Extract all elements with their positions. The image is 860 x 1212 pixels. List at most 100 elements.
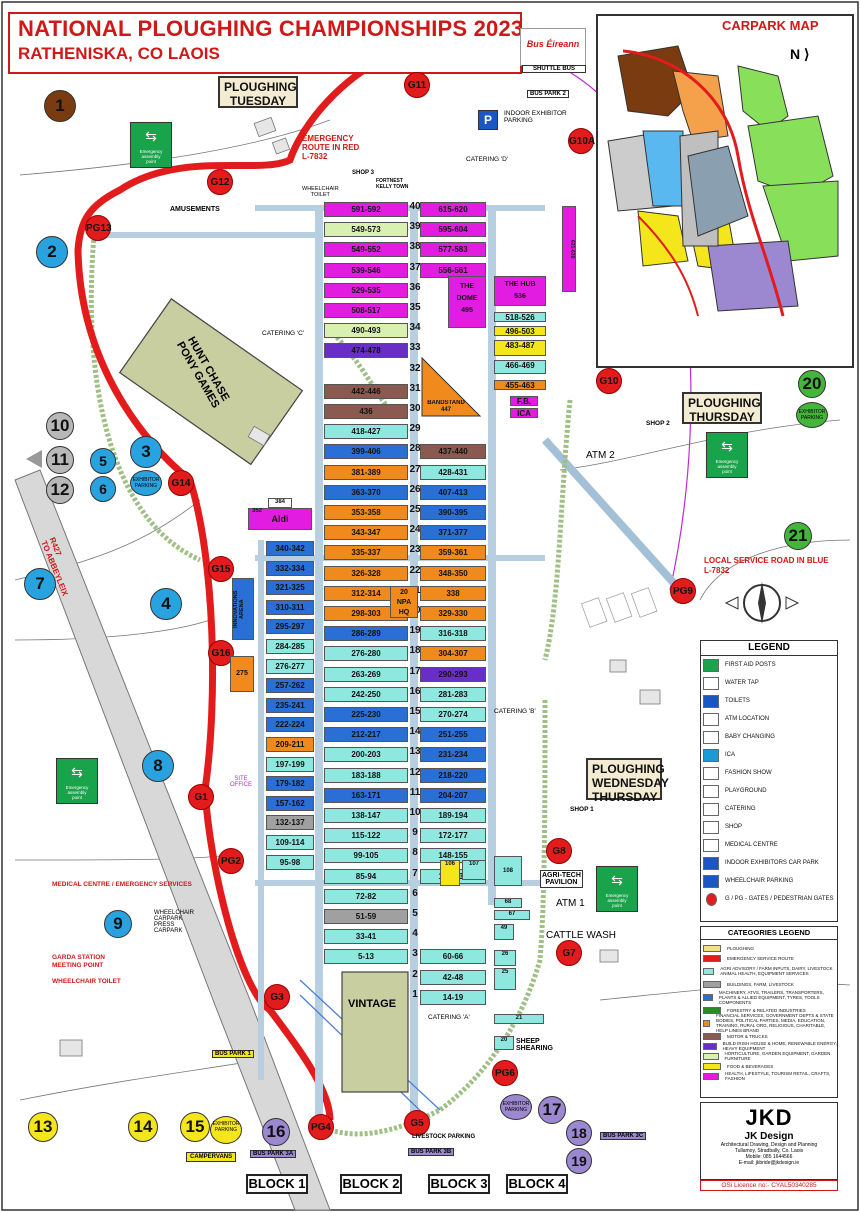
stand[interactable]: 42-48 — [420, 969, 486, 985]
stand[interactable]: 212-217 — [324, 727, 408, 743]
stand[interactable]: 14-19 — [420, 989, 486, 1005]
gate-g7[interactable]: G7 — [556, 940, 582, 966]
stand-67[interactable]: 67 — [494, 910, 530, 920]
stand-west[interactable]: 340-342 — [266, 541, 314, 556]
stand[interactable]: 428-431 — [420, 464, 486, 480]
stand[interactable]: 508-517 — [324, 303, 408, 318]
carpark-1[interactable]: 1 — [44, 90, 76, 122]
stand-west[interactable]: 95-98 — [266, 854, 314, 870]
stand-455-463[interactable]: 455-463 — [494, 380, 546, 390]
stand[interactable]: 363-370 — [324, 484, 408, 500]
block-3[interactable]: BLOCK 3 — [428, 1174, 490, 1194]
stand-west[interactable]: 109-114 — [266, 835, 314, 850]
stand-49[interactable]: 49 — [494, 924, 514, 940]
stand[interactable]: 338 — [420, 585, 486, 601]
gate-g11[interactable]: G11 — [404, 72, 430, 98]
gate-g14[interactable]: G14 — [168, 470, 194, 496]
stand[interactable]: 172-177 — [420, 828, 486, 844]
gate-g15[interactable]: G15 — [208, 556, 234, 582]
stand[interactable]: 371-377 — [420, 525, 486, 541]
stand[interactable]: 72-82 — [324, 888, 408, 904]
gate-g16[interactable]: G16 — [208, 640, 234, 666]
stand[interactable]: 304-307 — [420, 646, 486, 662]
stand[interactable]: 263-269 — [324, 666, 408, 682]
stand[interactable]: 474-478 — [324, 343, 408, 359]
carpark-10[interactable]: 10 — [46, 412, 74, 440]
block-4[interactable]: BLOCK 4 — [506, 1174, 568, 1194]
stand-496-503[interactable]: 496-503 — [494, 326, 546, 336]
carpark-5[interactable]: 5 — [90, 448, 116, 474]
stand[interactable]: 353-358 — [324, 505, 408, 520]
gate-g10a[interactable]: G10A — [568, 128, 595, 154]
stand[interactable]: 298-303 — [324, 606, 408, 621]
stand[interactable]: 183-188 — [324, 767, 408, 783]
stand[interactable]: 381-389 — [324, 464, 408, 480]
carpark-15[interactable]: 15 — [180, 1112, 210, 1142]
stand[interactable]: 60-66 — [420, 949, 486, 965]
stand[interactable]: 442-446 — [324, 383, 408, 399]
stand-108[interactable]: 108 — [494, 856, 522, 886]
stand-west[interactable]: 222-224 — [266, 717, 314, 733]
stand-518-526[interactable]: 518-526 — [494, 312, 546, 322]
carpark-21[interactable]: 21 — [784, 522, 812, 550]
gate-pg6[interactable]: PG6 — [492, 1060, 518, 1086]
stand-west[interactable]: 284-285 — [266, 639, 314, 654]
stand-ica[interactable]: ICA — [510, 408, 538, 418]
stand-106[interactable]: 106 — [440, 860, 460, 886]
stand[interactable]: 595-604 — [420, 222, 486, 238]
stand-west[interactable]: 235-241 — [266, 697, 314, 713]
stand-west[interactable]: 332-334 — [266, 560, 314, 576]
stand[interactable]: 138-147 — [324, 808, 408, 823]
stand[interactable]: 163-171 — [324, 787, 408, 803]
stand[interactable]: 615-620 — [420, 202, 486, 217]
carpark-17[interactable]: 17 — [538, 1096, 566, 1124]
stand[interactable]: 115-122 — [324, 828, 408, 844]
stand-25[interactable]: 25 — [494, 968, 516, 990]
carpark-11[interactable]: 11 — [46, 446, 74, 474]
stand[interactable]: 591-592 — [324, 202, 408, 217]
stand[interactable]: 539-546 — [324, 262, 408, 278]
bandstand[interactable]: BANDSTAND 447 — [427, 400, 465, 413]
stand[interactable]: 85-94 — [324, 868, 408, 884]
carpark-7[interactable]: 7 — [24, 568, 56, 600]
stand-far-right-615[interactable]: 621-630 — [562, 206, 576, 292]
stand[interactable]: 286-289 — [324, 626, 408, 642]
stand[interactable]: 490-493 — [324, 323, 408, 339]
carpark-4[interactable]: 4 — [150, 588, 182, 620]
stand-west[interactable]: 157-162 — [266, 795, 314, 811]
stand-west[interactable]: 197-199 — [266, 756, 314, 772]
carpark-6[interactable]: 6 — [90, 476, 116, 502]
stand-west[interactable]: 209-211 — [266, 737, 314, 752]
stand[interactable]: 270-274 — [420, 707, 486, 722]
stand-west[interactable]: 295-297 — [266, 619, 314, 635]
stand-west[interactable]: 321-325 — [266, 580, 314, 596]
the-dome[interactable]: THE DOME 495 — [448, 276, 486, 328]
stand-26[interactable]: 26 — [494, 950, 516, 966]
stand-466-469[interactable]: 466-469 — [494, 360, 546, 374]
stand-west[interactable]: 276-277 — [266, 658, 314, 674]
gate-g12[interactable]: G12 — [207, 169, 233, 195]
stand[interactable]: 251-255 — [420, 727, 486, 743]
stand[interactable]: 407-413 — [420, 484, 486, 500]
carpark-13[interactable]: 13 — [28, 1112, 58, 1142]
carpark-3[interactable]: 3 — [130, 436, 162, 468]
stand-aldi[interactable]: Aldi — [248, 508, 312, 530]
gate-pg9[interactable]: PG9 — [670, 578, 696, 604]
stand-west[interactable]: 257-262 — [266, 678, 314, 694]
carpark-18[interactable]: 18 — [566, 1120, 592, 1146]
stand[interactable]: 529-535 — [324, 282, 408, 298]
stand[interactable]: 436 — [324, 404, 408, 419]
stand[interactable]: 549-573 — [324, 222, 408, 238]
stand[interactable]: 418-427 — [324, 424, 408, 440]
stand-west[interactable]: 132-137 — [266, 815, 314, 831]
carpark-16[interactable]: 16 — [262, 1118, 290, 1146]
gate-g1[interactable]: G1 — [188, 784, 214, 810]
stand-68[interactable]: 68 — [494, 898, 522, 908]
stand[interactable]: 276-280 — [324, 646, 408, 662]
stand[interactable]: 390-395 — [420, 505, 486, 520]
gate-pg4[interactable]: PG4 — [308, 1114, 334, 1140]
stand[interactable]: 290-293 — [420, 666, 486, 682]
carpark-14[interactable]: 14 — [128, 1112, 158, 1142]
gate-g5[interactable]: G5 — [404, 1110, 430, 1136]
stand[interactable]: 312-314 — [324, 585, 408, 601]
